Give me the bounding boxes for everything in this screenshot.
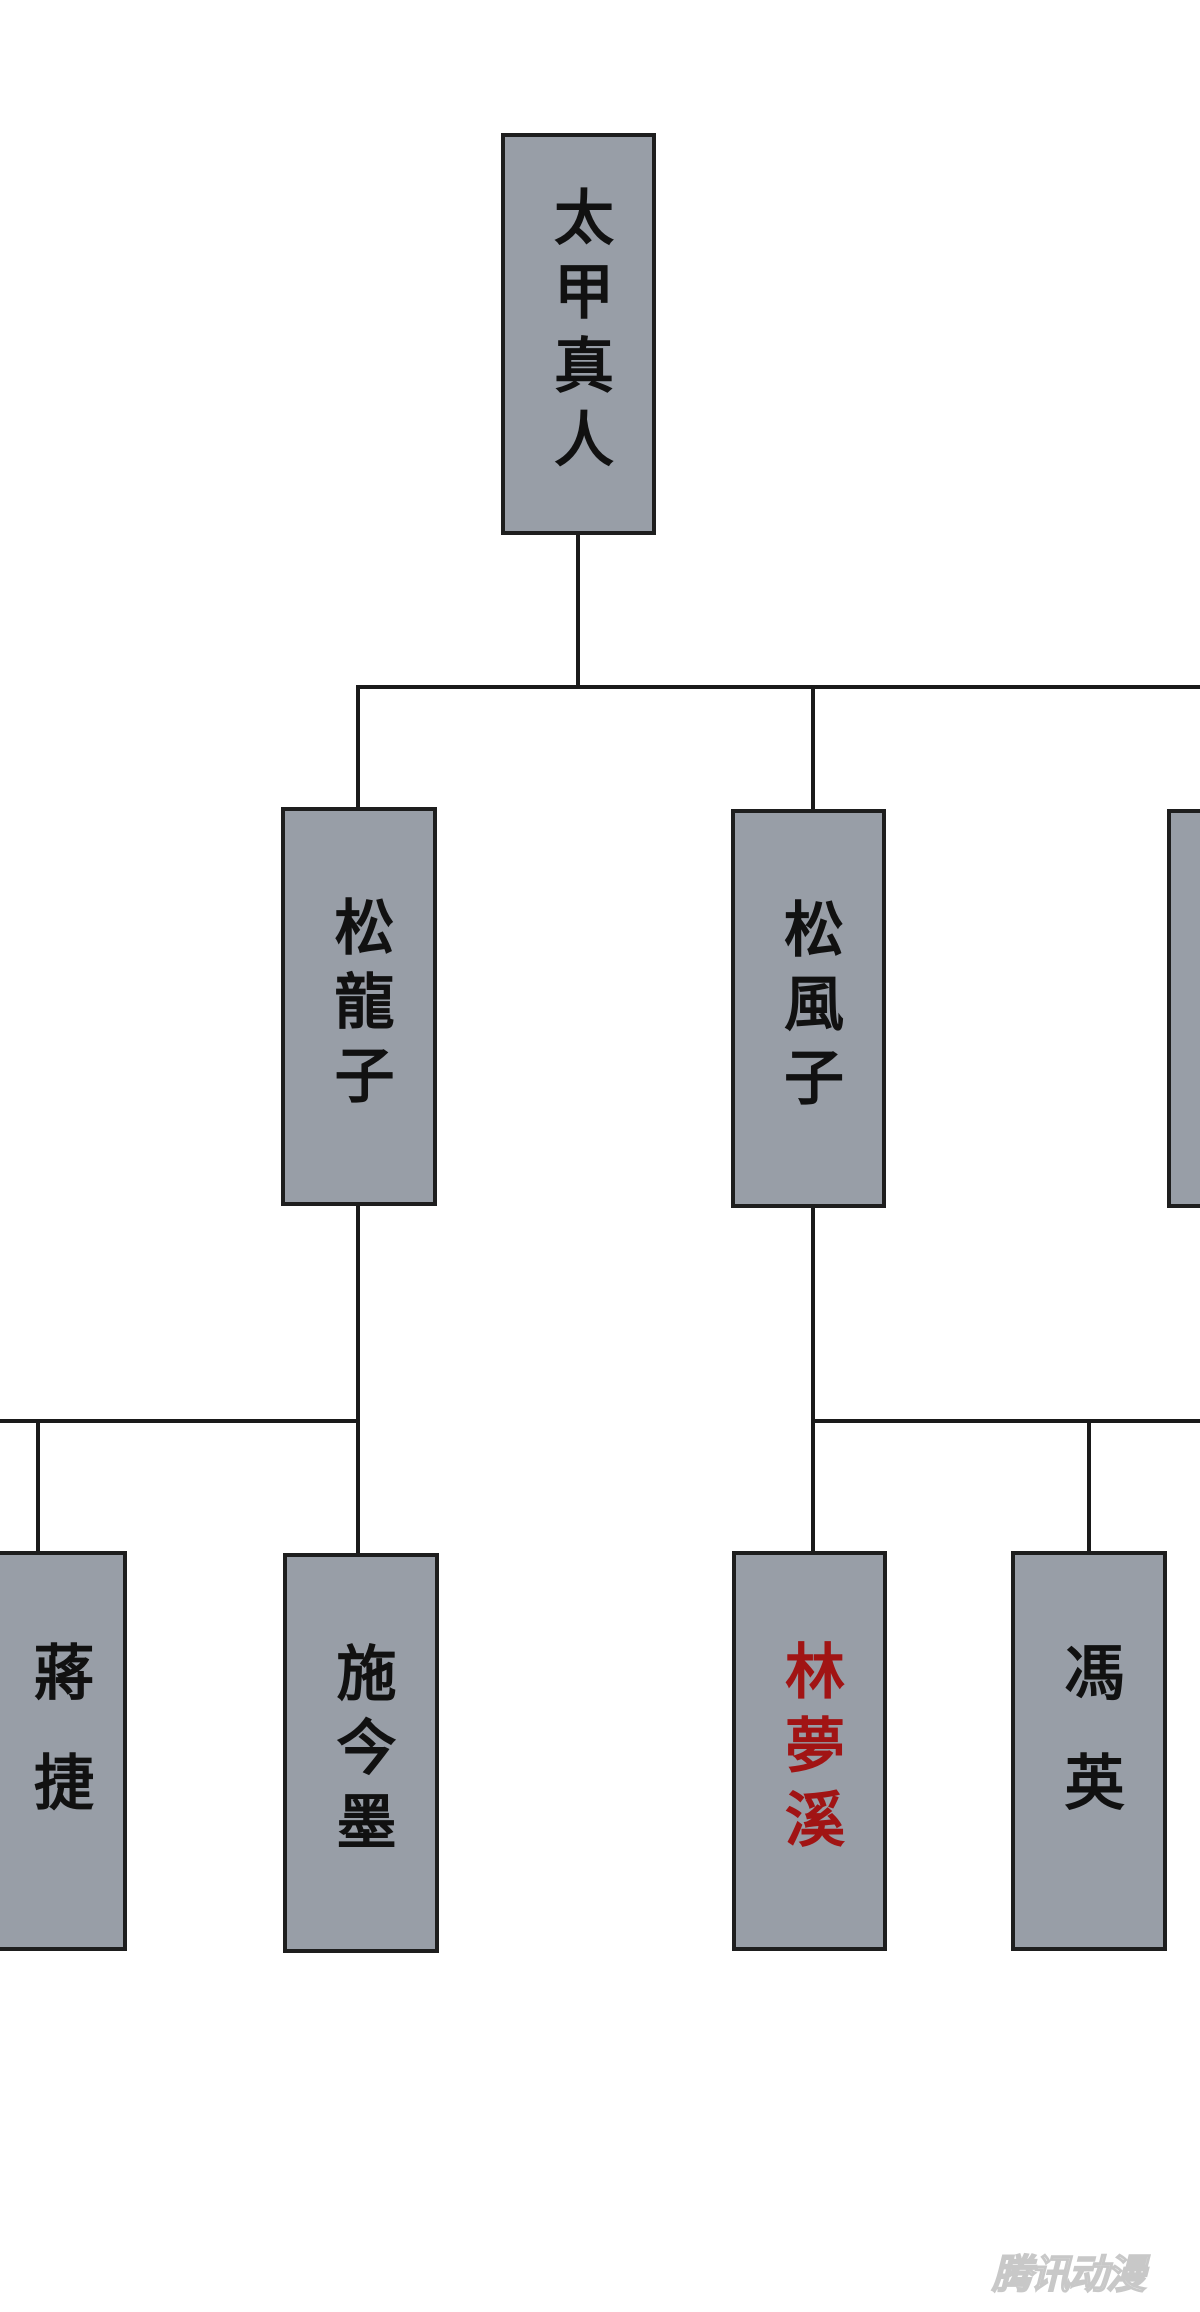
connector-drop-jiangjie [36, 1419, 40, 1553]
connector-level2-bar [356, 685, 1200, 689]
node-root: 太甲真人 [501, 133, 656, 535]
connector-right-bar [811, 1419, 1200, 1423]
node-jiangjie: 蔣捷 [0, 1551, 127, 1951]
node-label-highlighted: 林夢溪 [774, 1640, 845, 1862]
node-partial-right [1167, 809, 1200, 1208]
connector-songfengzi-stem [811, 1204, 815, 1553]
connector-drop-songfengzi [811, 685, 815, 809]
connector-drop-fengying [1087, 1419, 1091, 1553]
node-label: 太甲真人 [543, 186, 614, 482]
connector-left-bar [0, 1419, 360, 1423]
node-label: 松風子 [773, 897, 844, 1120]
node-label: 蔣捷 [23, 1641, 94, 1861]
node-shijinmo: 施今墨 [283, 1553, 439, 1953]
connector-drop-songlongzi [356, 685, 360, 809]
node-songfengzi: 松風子 [731, 809, 886, 1208]
node-fengying: 馮英 [1011, 1551, 1167, 1951]
node-songlongzi: 松龍子 [281, 807, 437, 1206]
watermark-logo: 腾讯动漫 [991, 2251, 1147, 2299]
connector-songlongzi-stem [356, 1204, 360, 1553]
node-label: 施今墨 [326, 1642, 396, 1864]
node-linmengxi: 林夢溪 [732, 1551, 887, 1951]
node-label: 馮英 [1054, 1641, 1124, 1861]
connector-root-stem [576, 533, 580, 689]
node-label: 松龍子 [324, 895, 394, 1118]
